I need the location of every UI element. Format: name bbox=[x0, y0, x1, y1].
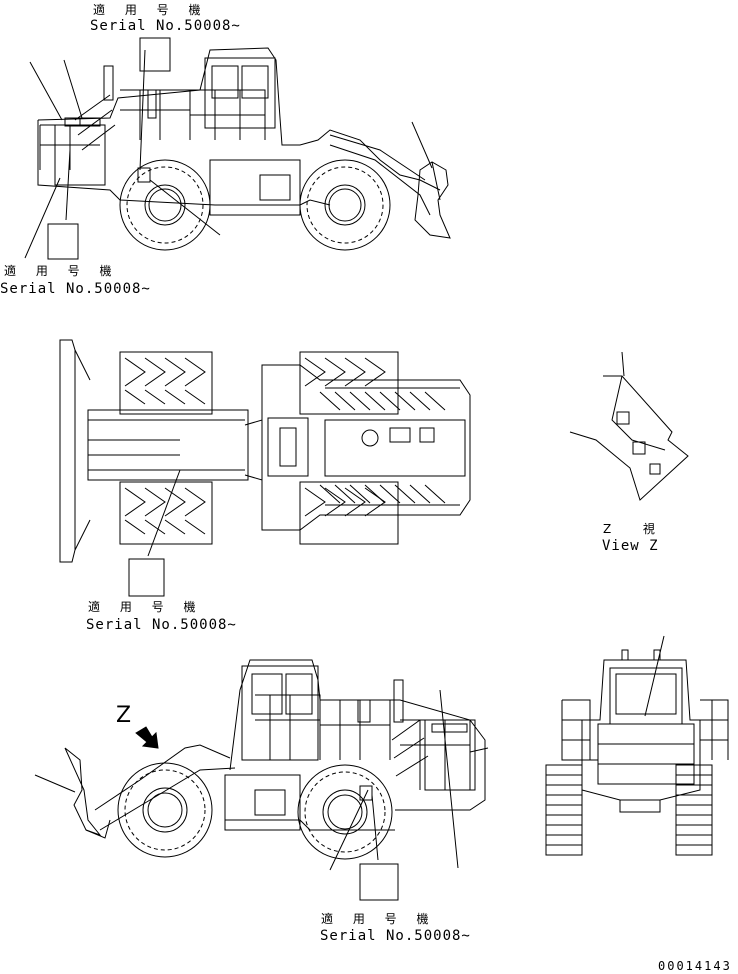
plan-view-machine bbox=[60, 340, 470, 562]
drawing-number: 00014143 bbox=[658, 959, 732, 973]
serial-number-label-1: Serial No.50008~ bbox=[90, 18, 241, 34]
applicable-machine-label-4: 適 用 号 機 bbox=[321, 912, 437, 926]
side-view-left-machine bbox=[25, 48, 450, 258]
label-box bbox=[48, 224, 78, 259]
view-z-arrow bbox=[136, 727, 158, 748]
side-view-right-machine bbox=[35, 660, 488, 870]
serial-number-label-2: Serial No.50008~ bbox=[0, 281, 151, 297]
view-z-japanese-label: Z 視 bbox=[603, 522, 663, 536]
view-z-english-label: View Z bbox=[602, 538, 659, 554]
label-box bbox=[129, 559, 164, 596]
view-z-detail bbox=[570, 352, 688, 500]
serial-number-label-3: Serial No.50008~ bbox=[86, 617, 237, 633]
applicable-machine-label-1: 適 用 号 機 bbox=[93, 3, 209, 17]
rear-view-machine bbox=[546, 636, 728, 855]
label-box bbox=[140, 38, 170, 71]
serial-number-label-4: Serial No.50008~ bbox=[320, 928, 471, 944]
applicable-machine-label-2: 適 用 号 機 bbox=[4, 264, 120, 278]
view-z-arrow-label: Z bbox=[116, 703, 133, 728]
label-box bbox=[360, 864, 398, 900]
applicable-machine-label-3: 適 用 号 機 bbox=[88, 600, 204, 614]
